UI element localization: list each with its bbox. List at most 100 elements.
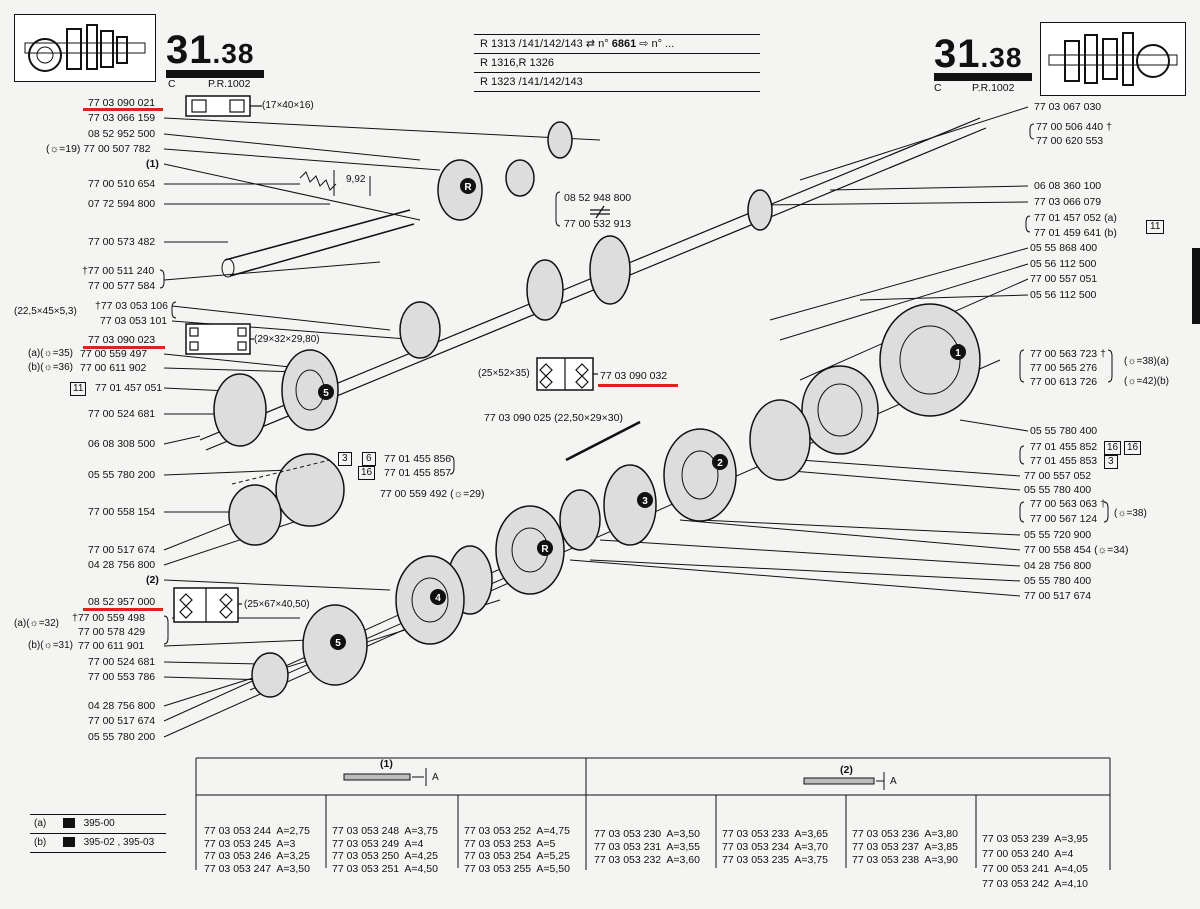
part-label: 77 00 563 063 †: [1030, 498, 1106, 510]
gearbox-thumbnail-icon: [24, 24, 146, 72]
thumbnail-left: [14, 14, 156, 82]
ref-row-3: R 1323 /141/142/143: [474, 73, 760, 92]
dimension-label: (17×40×16): [262, 100, 314, 111]
part-label: 05 55 780 200: [88, 731, 156, 743]
part-label: 77 00 553 786: [88, 671, 156, 683]
table-head-a1: A: [432, 772, 439, 783]
tag-box: 16: [1104, 441, 1122, 455]
tag-box: 11: [70, 382, 87, 396]
part-label: 05 55 780 400: [1024, 575, 1092, 587]
part-label: 04 28 756 800: [88, 700, 156, 712]
part-label: 06 08 308 500: [88, 438, 156, 450]
part-label: 05 55 720 900: [1024, 529, 1092, 541]
part-label: 77 01 455 852: [1030, 441, 1098, 453]
part-label: 77 00 510 654: [88, 178, 156, 190]
part-label: (☼=19) 77 00 507 782: [46, 143, 151, 155]
svg-text:R: R: [541, 544, 549, 555]
part-label: 77 00 578 429: [78, 626, 146, 638]
part-label: 77 01 459 641 (b): [1034, 227, 1117, 239]
part-label: 77 01 455 853: [1030, 455, 1098, 467]
page-number-right: 31.38: [934, 32, 1023, 76]
part-label: 08 52 957 000: [88, 596, 156, 608]
part-label: 77 00 557 051: [1030, 273, 1098, 285]
svg-text:R: R: [464, 182, 472, 193]
part-label: 05 56 112 500: [1030, 289, 1097, 301]
variant-label: (☼=42)(b): [1124, 376, 1170, 387]
part-label: 77 00 517 674: [1024, 590, 1092, 602]
highlight-77-03-090-023: [83, 346, 165, 349]
header-c-right: C: [934, 82, 942, 94]
part-label: 77 00 567 124: [1030, 513, 1098, 525]
part-label: 08 52 948 800: [564, 192, 632, 204]
gearbox-thumbnail-icon: [1048, 32, 1178, 86]
part-label: 77 03 090 021: [88, 97, 156, 109]
variant-label: (☼=38)(a): [1124, 356, 1170, 367]
variant-label: (a)(☼=32): [14, 618, 60, 629]
part-label: 77 01 455 856: [384, 453, 452, 465]
part-label: 77 03 066 079: [1034, 196, 1102, 208]
part-label: 77 01 455 857: [384, 467, 452, 479]
binder-tab: [1192, 248, 1200, 324]
variant-label: (b)(☼=36): [28, 362, 74, 373]
part-label: 77 00 613 726: [1030, 376, 1098, 388]
dimension-label: (25×52×35): [478, 368, 530, 379]
page-number-left: 31.38: [166, 28, 255, 72]
dimension-label: (22,5×45×5,3): [14, 306, 77, 317]
highlight-77-03-090-021: [83, 108, 163, 111]
part-label: 77 03 090 025 (22,50×29×30): [484, 412, 623, 424]
tag-box: 3: [338, 452, 352, 466]
part-label: 77 03 053 101: [100, 315, 168, 327]
highlight-08-52-957-000: [83, 608, 163, 611]
part-label: †77 00 511 240: [82, 265, 155, 277]
part-label: 77 03 090 032: [600, 370, 668, 382]
dimension-label: (29×32×29,80): [254, 334, 320, 345]
header-bar-right: [934, 73, 1032, 81]
part-label: 77 03 067 030: [1034, 101, 1102, 113]
part-label: 06 08 360 100: [1034, 180, 1102, 192]
part-label: 77 00 611 901: [78, 640, 145, 652]
tag-box: 3: [1104, 455, 1118, 469]
part-label: 77 00 559 492 (☼=29): [380, 488, 485, 500]
part-label: 05 55 780 400: [1024, 484, 1092, 496]
tool-icon: [62, 837, 75, 848]
part-label: †77 00 559 498: [72, 612, 145, 624]
header-pr-right: P.R.1002: [972, 82, 1015, 94]
svg-text:5: 5: [323, 388, 329, 399]
dimension-label: (25×67×40,50): [244, 599, 310, 610]
tag-box: 16: [1124, 441, 1142, 455]
highlight-77-03-090-032: [598, 384, 678, 387]
part-label: 77 00 611 902: [80, 362, 147, 374]
part-label: 77 03 066 159: [88, 112, 156, 124]
part-label: 77 01 457 052 (a): [1034, 212, 1117, 224]
part-label: 77 00 558 454 (☼=34): [1024, 544, 1129, 556]
part-label: 77 00 524 681: [88, 656, 156, 668]
part-label: 77 00 563 723 †: [1030, 348, 1106, 360]
variant-label: (b)(☼=31): [28, 640, 74, 651]
part-label: 77 00 577 584: [88, 280, 156, 292]
ref-row-2: R 1316,R 1326: [474, 54, 760, 73]
legend: (a) 395-00 (b) 395-02 , 395-03: [30, 814, 166, 853]
part-label: †77 03 053 106: [95, 300, 168, 312]
part-label: (2): [146, 574, 159, 586]
part-label: 77 00 506 440 †: [1036, 121, 1112, 133]
tag-box: 11: [1146, 220, 1165, 234]
header-pr-left: P.R.1002: [208, 78, 251, 90]
part-label: 07 72 594 800: [88, 198, 156, 210]
part-label: 77 00 517 674: [88, 544, 156, 556]
part-label: 04 28 756 800: [88, 559, 156, 571]
part-label: 08 52 952 500: [88, 128, 156, 140]
tool-icon: [62, 818, 75, 829]
part-label: (1): [146, 158, 159, 170]
part-label: 77 00 532 913: [564, 218, 632, 230]
part-label: 05 55 868 400: [1030, 242, 1098, 254]
header-bar-left: [166, 70, 264, 78]
tag-box: 6: [362, 452, 376, 466]
legend-row-a: (a) 395-00: [30, 815, 166, 834]
